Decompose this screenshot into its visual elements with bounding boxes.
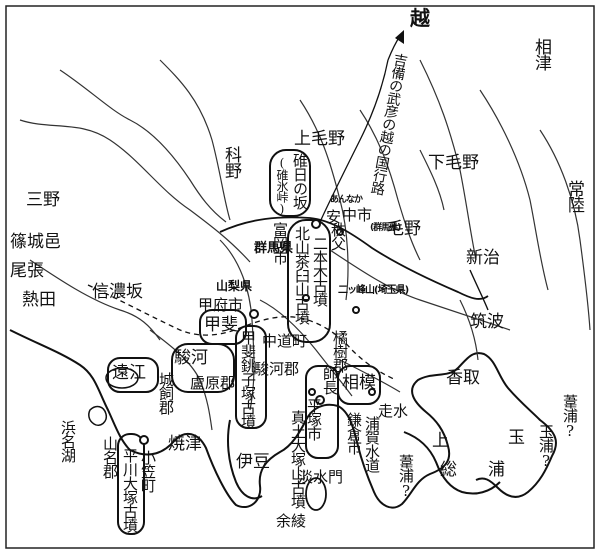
label-tomioka: 富岡市 xyxy=(271,222,289,264)
label-shinano-saka: 信濃坂 xyxy=(92,282,143,302)
label-honmaki: 二本木古墳 xyxy=(311,236,329,306)
rivers xyxy=(19,59,591,431)
label-izu: 伊豆 xyxy=(236,452,270,472)
label-tachibana: 橘樹郡 xyxy=(331,330,349,372)
lake xyxy=(105,367,139,389)
label-yaizu: 焼津 xyxy=(168,434,202,454)
route-to-tsukuba xyxy=(469,269,489,311)
label-annaka: 中市 xyxy=(342,206,373,224)
label-usui-toge: (碓氷峠) xyxy=(275,156,289,215)
label-koshi: 越 xyxy=(410,6,430,30)
label-chichibu: 秩父 xyxy=(329,222,347,250)
label-hitachi: 常陸 xyxy=(564,180,584,212)
label-kazusa-1: 上 xyxy=(432,431,449,451)
label-ura: 浦 xyxy=(488,460,505,480)
label-tamaura: 玉浦? xyxy=(537,424,555,469)
label-tsukuba: 筑波 xyxy=(470,312,504,332)
handwritten-gunma-ken: 群馬県 xyxy=(254,241,294,256)
label-aizu: 相津 xyxy=(531,38,551,70)
label-totomi: 遠江 xyxy=(112,363,146,383)
label-kayaura-2: 葦浦? xyxy=(397,454,415,499)
label-yamana: 山名郡 xyxy=(101,436,119,478)
label-nakamichi: 中道町 xyxy=(262,332,308,350)
handwritten-anabiru: あんなか xyxy=(330,195,363,205)
label-kamakura: 鎌倉市 xyxy=(345,412,363,454)
outline-boxes xyxy=(107,149,381,535)
takehiko-route xyxy=(87,284,397,381)
coastline xyxy=(9,329,557,509)
label-kitayama: 北山茶臼山古墳 xyxy=(293,226,311,324)
label-shimotsukeno: 下毛野 xyxy=(428,153,479,173)
label-kai-choshi: 甲斐銚子塚古墳 xyxy=(239,330,257,428)
site-markers xyxy=(139,219,376,445)
label-kamitsukeno: 上毛野 xyxy=(294,129,345,149)
label-ogasa: 小笠町 xyxy=(139,450,157,492)
label-shinoki: 篠城邑 xyxy=(10,232,61,252)
boso-peninsula xyxy=(403,431,501,495)
label-hashirimizu: 走水 xyxy=(378,402,409,420)
label-awa-mizumon: 淡水門 xyxy=(298,468,344,486)
route-arrowhead xyxy=(395,30,404,44)
route-arrow-line xyxy=(319,59,389,223)
label-shinano: 科野 xyxy=(221,146,241,178)
label-mino: 三野 xyxy=(26,190,60,210)
label-kisou: 城飼郡 xyxy=(157,372,175,414)
island xyxy=(305,477,327,511)
label-ihara: 盧原郡 xyxy=(190,374,236,392)
label-yoro: 余綾 xyxy=(276,512,307,530)
label-shiomi: 師長 xyxy=(321,366,339,394)
izu-peninsula xyxy=(227,419,263,500)
label-niiharu: 新治 xyxy=(466,248,500,268)
label-katori: 香取 xyxy=(446,368,480,388)
lake-hamana xyxy=(88,405,108,426)
label-hiratsuka: 平塚市 xyxy=(305,398,323,440)
eastern-route xyxy=(219,216,489,300)
handwritten-yamanashi-ken: 山梨県 xyxy=(216,279,253,293)
label-kai: 甲斐 xyxy=(204,315,238,335)
label-kazusa-2: 総 xyxy=(440,460,457,480)
label-usui-saka: 碓日の坂 xyxy=(291,153,309,209)
handwritten-gunma-note: (群馬県) xyxy=(370,223,401,233)
label-an: 安 xyxy=(326,208,342,226)
handwritten-saitama-note: 二ッ峰山(埼玉県) xyxy=(338,285,409,296)
label-kanagawa-kofun: 真土大塚山古墳 xyxy=(289,410,307,508)
label-hiraoka: 平川大塚古墳 xyxy=(121,448,139,532)
label-suruga: 駿河 xyxy=(174,348,208,368)
label-suruga-gun: 駿河郡 xyxy=(254,360,300,378)
label-kofu: 甲府市 xyxy=(198,296,244,314)
label-uraga: 浦賀水道 xyxy=(363,416,381,472)
label-tama: 玉 xyxy=(508,428,525,448)
label-owari: 尾張 xyxy=(10,261,44,281)
label-atsuta: 熱田 xyxy=(22,290,56,310)
label-sagami: 相模 xyxy=(342,373,376,393)
label-keno: 毛野 xyxy=(387,219,421,239)
label-kayaura: 葦浦? xyxy=(561,394,579,439)
label-hamana: 浜名湖 xyxy=(59,420,77,462)
map-frame xyxy=(5,5,595,549)
